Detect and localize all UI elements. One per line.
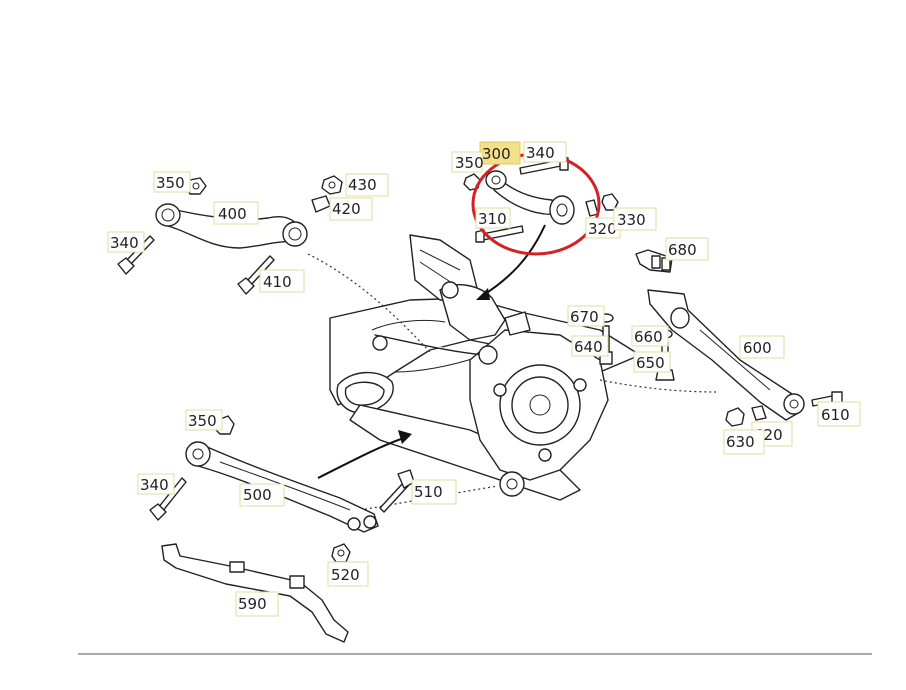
label-640: 640 xyxy=(571,335,609,357)
label-660-text: 660 xyxy=(634,328,663,346)
bolt-340-c xyxy=(149,477,187,521)
leader-600 xyxy=(599,379,717,393)
label-330-text: 330 xyxy=(617,211,646,229)
label-520-text: 520 xyxy=(331,566,360,584)
label-600: 600 xyxy=(739,335,785,359)
label-340-b: 340 xyxy=(523,141,567,163)
label-420: 420 xyxy=(329,197,373,221)
label-340-b-text: 340 xyxy=(526,144,555,162)
label-500: 500 xyxy=(239,483,285,507)
label-410-text: 410 xyxy=(263,273,292,291)
label-310: 310 xyxy=(475,207,511,229)
part-590-strut xyxy=(161,543,349,643)
label-350-c: 350 xyxy=(185,409,223,431)
label-640-text: 640 xyxy=(574,338,603,356)
label-310-text: 310 xyxy=(478,210,507,228)
part-680-bracket xyxy=(635,249,673,273)
label-500-text: 500 xyxy=(243,486,272,504)
label-650: 650 xyxy=(633,351,671,373)
label-510-text: 510 xyxy=(414,483,443,501)
label-340-a-text: 340 xyxy=(110,234,139,252)
label-340-c-text: 340 xyxy=(140,476,169,494)
label-680-text: 680 xyxy=(668,241,697,259)
part-500-arm xyxy=(185,441,379,533)
nut-520 xyxy=(331,543,351,563)
arrow-500-to-subframe xyxy=(317,430,412,479)
label-340-c: 340 xyxy=(137,473,175,495)
label-590: 590 xyxy=(235,591,279,617)
label-630-text: 630 xyxy=(726,433,755,451)
part-300-camber-arm xyxy=(485,170,575,225)
arrow-300-to-carrier xyxy=(476,224,546,300)
wheel-carrier xyxy=(372,281,609,497)
leader-400 xyxy=(307,253,431,353)
label-340-a: 340 xyxy=(107,231,145,253)
label-400-text: 400 xyxy=(218,205,247,223)
leader-500 xyxy=(359,485,499,511)
label-350-b: 350 xyxy=(451,151,484,173)
label-650-text: 650 xyxy=(636,354,665,372)
label-510: 510 xyxy=(411,479,457,505)
nut-430 xyxy=(321,175,343,195)
label-660: 660 xyxy=(631,325,669,347)
label-400: 400 xyxy=(213,201,259,225)
label-350-a-text: 350 xyxy=(156,174,185,192)
label-410: 410 xyxy=(259,269,305,293)
bolt-510 xyxy=(379,469,415,513)
label-630: 630 xyxy=(723,429,765,455)
label-600-text: 600 xyxy=(743,339,772,357)
label-520: 520 xyxy=(327,561,369,587)
washer-420 xyxy=(311,195,331,213)
label-610-text: 610 xyxy=(821,406,850,424)
washer-620 xyxy=(751,405,767,421)
label-670-text: 670 xyxy=(570,308,599,326)
label-680: 680 xyxy=(665,237,709,261)
label-330: 330 xyxy=(613,207,657,231)
nut-630 xyxy=(725,407,745,427)
label-320-text: 320 xyxy=(588,220,617,238)
label-670: 670 xyxy=(567,305,605,327)
label-320: 320 xyxy=(585,217,621,239)
label-590-text: 590 xyxy=(238,595,267,613)
washer-320 xyxy=(585,199,599,217)
label-350-b-text: 350 xyxy=(455,154,484,172)
label-350-a: 350 xyxy=(153,171,191,193)
label-610: 610 xyxy=(817,401,861,427)
label-430: 430 xyxy=(345,173,389,197)
label-300-text: 300 xyxy=(482,145,511,163)
label-300: 300 xyxy=(479,141,521,165)
label-430-text: 430 xyxy=(348,176,377,194)
label-350-c-text: 350 xyxy=(188,412,217,430)
label-420-text: 420 xyxy=(332,200,361,218)
